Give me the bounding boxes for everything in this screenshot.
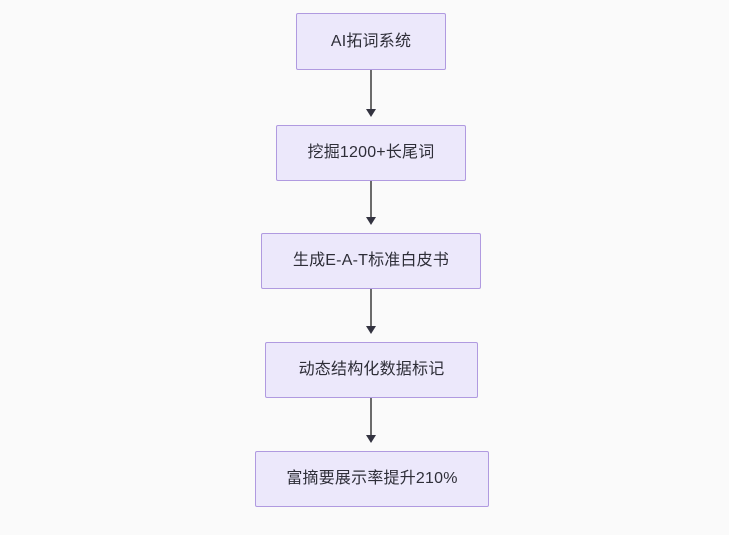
flow-node-generate-eat-whitepaper[interactable]: 生成E-A-T标准白皮书 bbox=[261, 233, 481, 289]
arrowhead-down-icon bbox=[366, 109, 376, 117]
flow-node-rich-snippet-impression-lift[interactable]: 富摘要展示率提升210% bbox=[255, 451, 489, 507]
edge-line bbox=[370, 70, 372, 109]
edge-line bbox=[370, 289, 372, 326]
flow-node-label: AI拓词系统 bbox=[330, 32, 412, 50]
flow-node-dynamic-structured-data-markup[interactable]: 动态结构化数据标记 bbox=[265, 342, 478, 398]
arrowhead-down-icon bbox=[366, 217, 376, 225]
flow-node-mine-longtail-keywords[interactable]: 挖掘1200+长尾词 bbox=[276, 125, 466, 181]
arrowhead-down-icon bbox=[366, 326, 376, 334]
flow-node-label: 生成E-A-T标准白皮书 bbox=[292, 252, 450, 269]
edge-line bbox=[370, 181, 372, 217]
arrowhead-down-icon bbox=[366, 435, 376, 443]
flow-node-ai-keyword-system[interactable]: AI拓词系统 bbox=[296, 13, 446, 70]
edge-line bbox=[370, 398, 372, 435]
flow-node-label: 挖掘1200+长尾词 bbox=[307, 144, 435, 161]
flow-node-label: 富摘要展示率提升210% bbox=[286, 470, 458, 487]
flow-node-label: 动态结构化数据标记 bbox=[298, 361, 445, 378]
